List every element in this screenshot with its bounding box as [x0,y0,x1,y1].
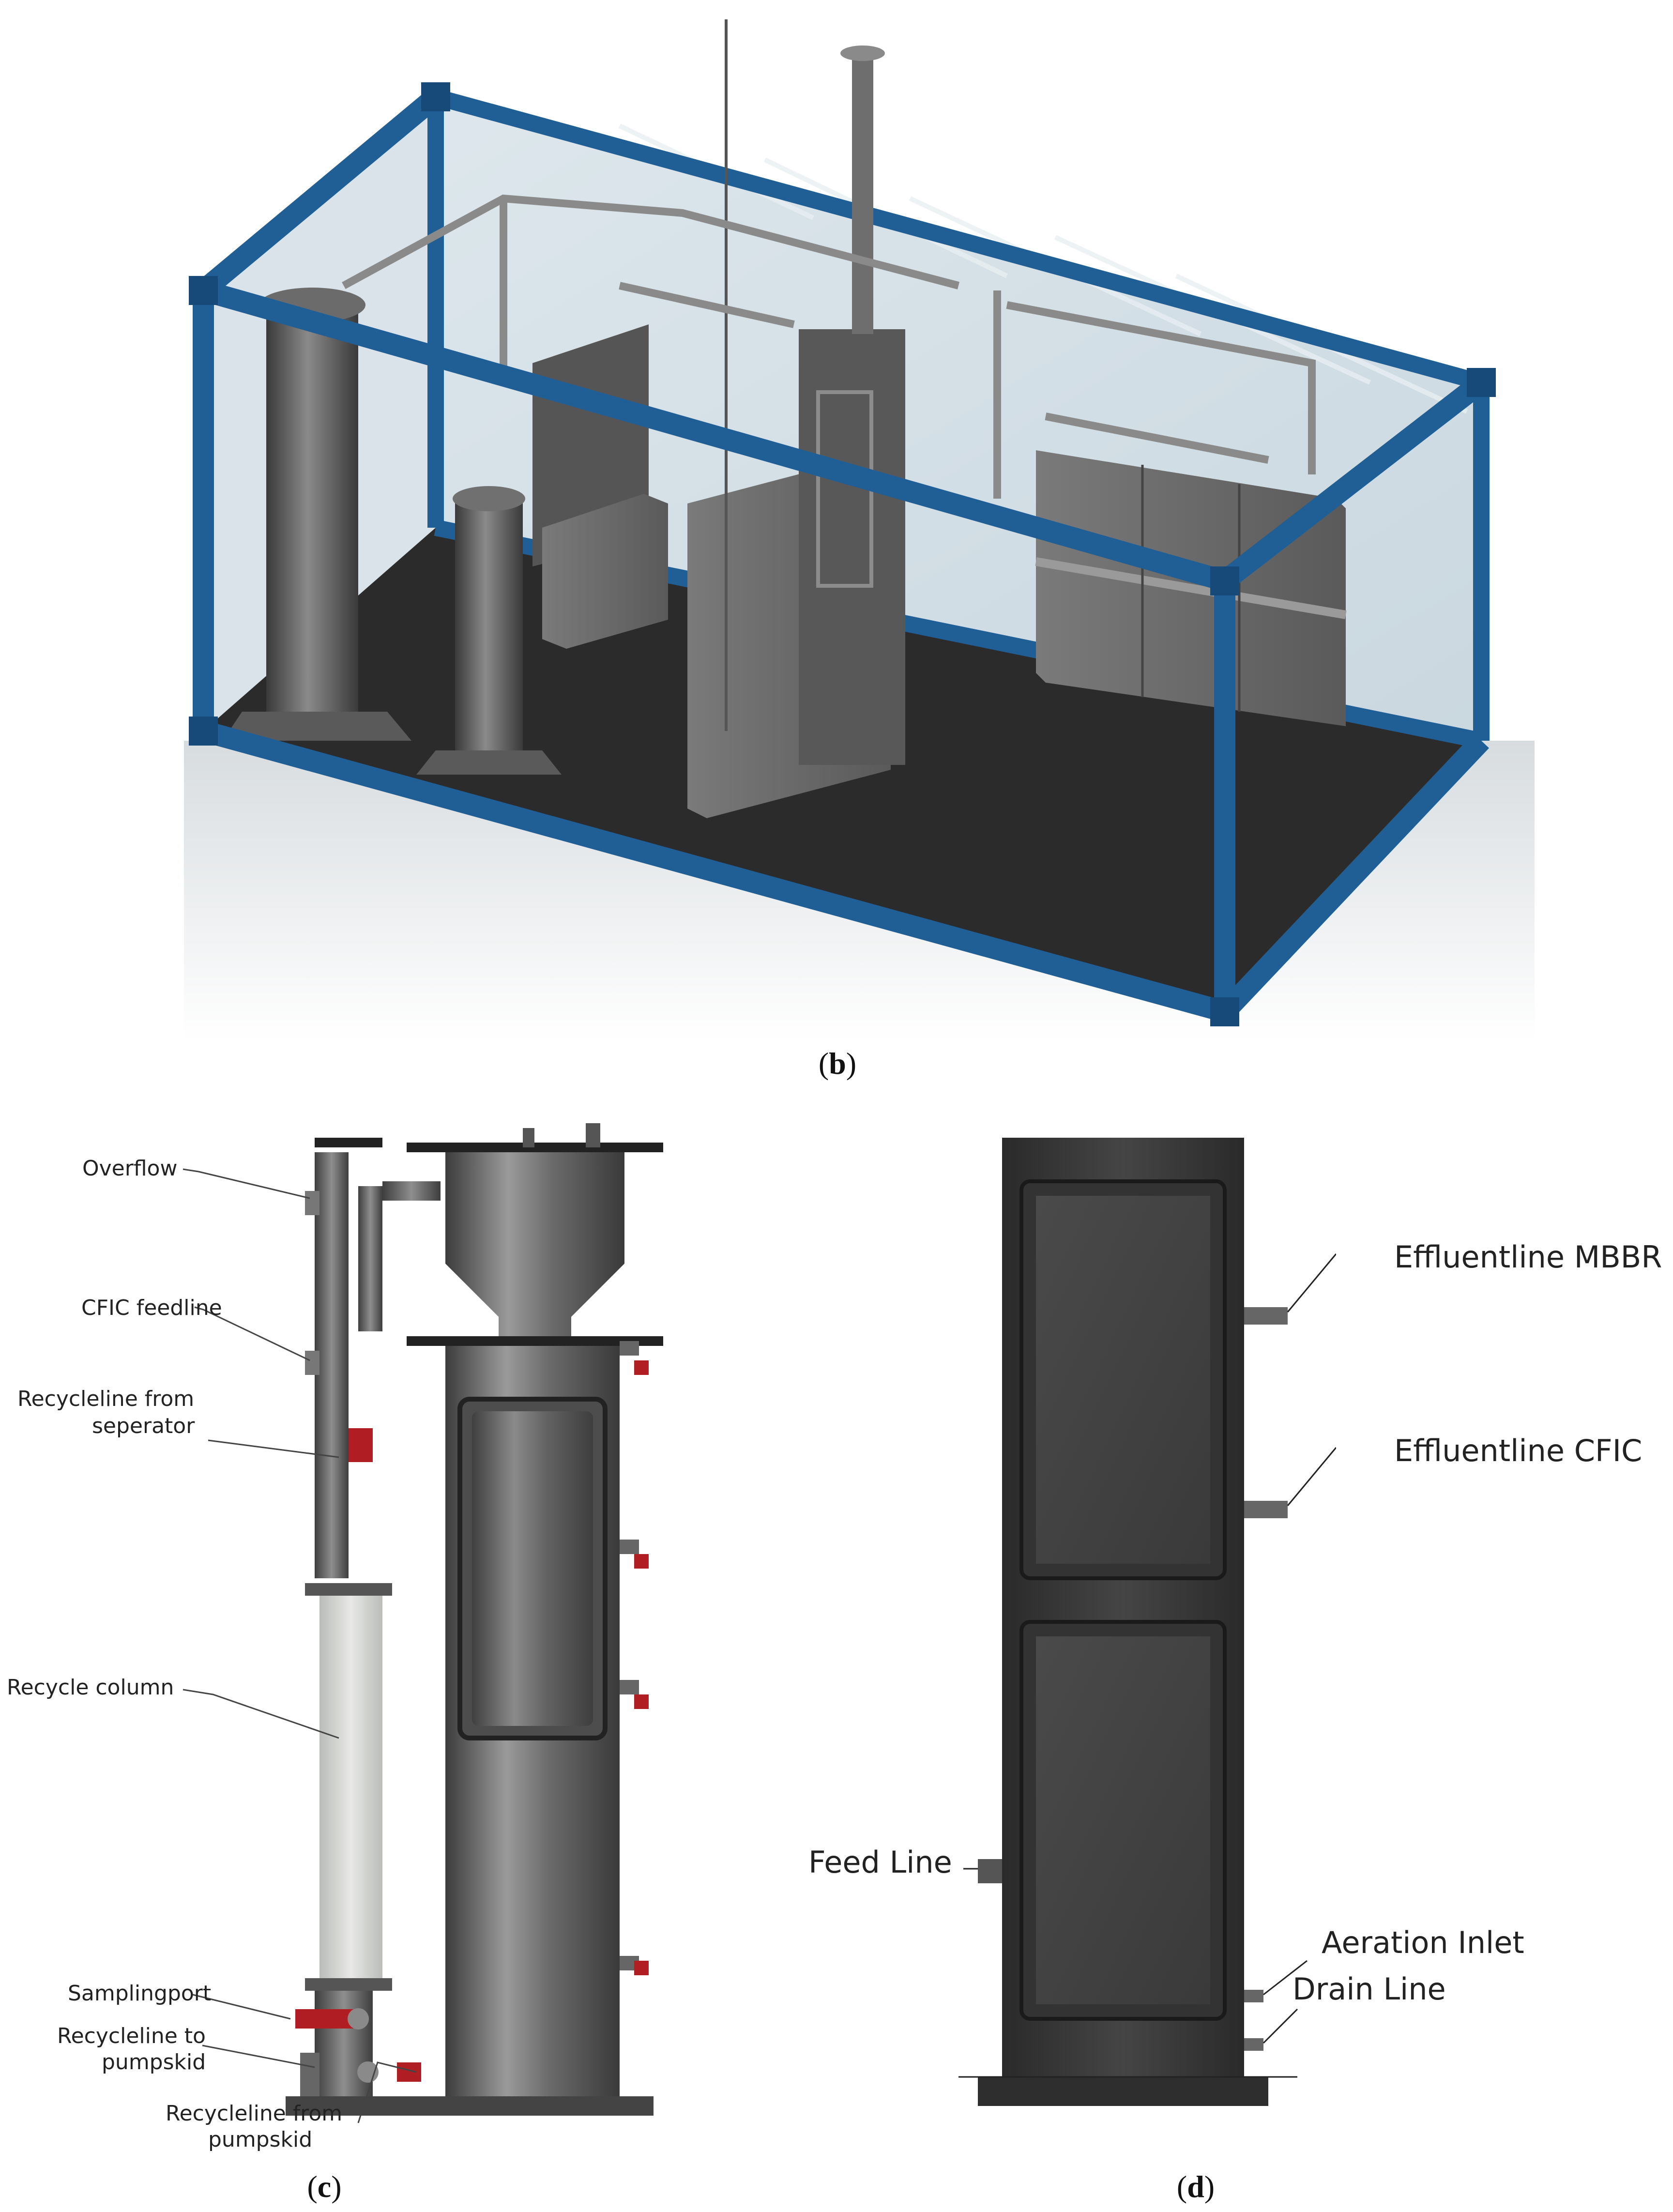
caption-b-letter: b [829,1046,846,1081]
label-recycle-from-pumpskid-2: pumpskid [208,2127,313,2152]
label-overflow: Overflow [82,1156,178,1181]
port-aeration [1244,1990,1263,2002]
label-samplingport: Samplingport [68,1981,212,2006]
recycle-column-clear [319,1596,382,1978]
caption-d-letter: d [1187,2169,1204,2204]
piping [342,194,1316,499]
label-recycle-to-pumpskid-2: pumpskid [102,2050,206,2075]
label-recycle-from-separator-1: Recycleline from [17,1387,195,1411]
side-ports [620,1341,649,1975]
frame-corner-blocks [189,82,1496,1026]
container-render-panel [184,15,1535,1041]
caption-c-letter: c [317,2169,332,2204]
label-recycle-to-pumpskid-1: Recycleline to [57,2024,206,2048]
recycle-pipe-upper [315,1152,349,1578]
label-recycle-from-separator-2: seperator [92,1414,195,1438]
column-funnel [445,1225,624,1341]
column-base [286,2096,654,2116]
caption-b: (b) [818,1046,857,1081]
label-cfic-feedline: CFIC feedline [81,1296,222,1320]
mbbr-reactor [799,329,905,765]
port-feed [978,1859,1002,1883]
port-drain [1244,2038,1263,2051]
reactor-column-drawing [183,1123,663,2123]
control-box-small [542,494,668,649]
label-aeration-inlet: Aeration Inlet [1322,1925,1524,1960]
front-frame [193,89,1489,1022]
container-render [184,19,1535,1041]
label-recycle-from-pumpskid-1: Recycleline from [166,2101,343,2126]
port-effluent-cfic [1244,1501,1288,1518]
label-drain-line: Drain Line [1293,1971,1446,2007]
caption-d: (d) [1176,2169,1215,2204]
mbbr-reactor-drawing [958,1138,1337,2106]
reactor-base [978,2077,1268,2106]
cfic-column [266,305,358,712]
label-recycle-column: Recycle column [7,1675,174,1700]
label-effluent-mbbr: Effluentline MBBR [1394,1239,1662,1275]
label-effluent-cfic: Effluentline CFIC [1394,1433,1643,1468]
label-feed-line: Feed Line [808,1845,952,1880]
separator-cylinder [455,499,523,750]
mbbr-reactor-panel [958,1128,1337,2125]
caption-c: (c) [307,2169,342,2204]
reactor-column-panel [0,1089,726,2154]
port-effluent-mbbr [1244,1307,1288,1325]
leader-lines-c [183,1168,417,2123]
